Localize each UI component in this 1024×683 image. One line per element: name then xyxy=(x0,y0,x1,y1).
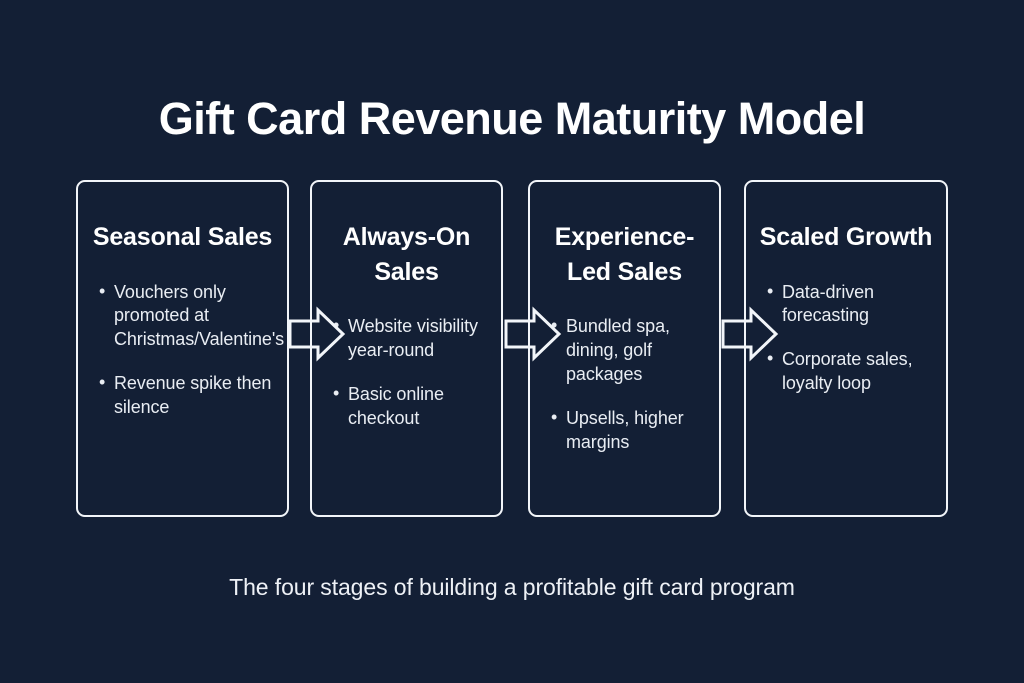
arrow-right-icon xyxy=(721,305,779,363)
stage-title: Experience-Led Sales xyxy=(554,223,695,286)
stage-bullet: Basic online checkout xyxy=(333,382,487,431)
stage-bullet: Revenue spike then silence xyxy=(99,371,273,420)
stage-card-seasonal-sales[interactable]: Seasonal Sales Vouchers only promoted at… xyxy=(76,180,289,517)
stage-bullet-list: Website visibility year-round Basic onli… xyxy=(312,289,501,431)
footer-caption: The four stages of building a profitable… xyxy=(229,574,795,600)
stage-bullet-list: Bundled spa, dining, golf packages Upsel… xyxy=(530,289,719,455)
stage-bullet: Bundled spa, dining, golf packages xyxy=(551,314,705,387)
stage-bullet: Website visibility year-round xyxy=(333,314,487,363)
stage-title: Scaled Growth xyxy=(759,223,933,251)
stage-bullet-list: Vouchers only promoted at Christmas/Vale… xyxy=(78,255,287,421)
stage-bullet-list: Data-driven forecasting Corporate sales,… xyxy=(746,255,946,397)
stage-bullet: Vouchers only promoted at Christmas/Vale… xyxy=(99,280,284,353)
stage-title: Always-On Sales xyxy=(342,223,471,286)
stage-bullet: Data-driven forecasting xyxy=(767,280,932,329)
arrow-right-icon xyxy=(504,305,562,363)
stage-bullet: Upsells, higher margins xyxy=(551,406,705,455)
arrow-right-icon xyxy=(288,305,346,363)
stage-title: Seasonal Sales xyxy=(92,223,273,251)
stage-card-experience-led-sales[interactable]: Experience-Led Sales Bundled spa, dining… xyxy=(528,180,721,517)
stage-row: Seasonal Sales Vouchers only promoted at… xyxy=(76,180,948,517)
stage-bullet: Corporate sales, loyalty loop xyxy=(767,347,932,396)
page-title: Gift Card Revenue Maturity Model xyxy=(158,93,866,145)
